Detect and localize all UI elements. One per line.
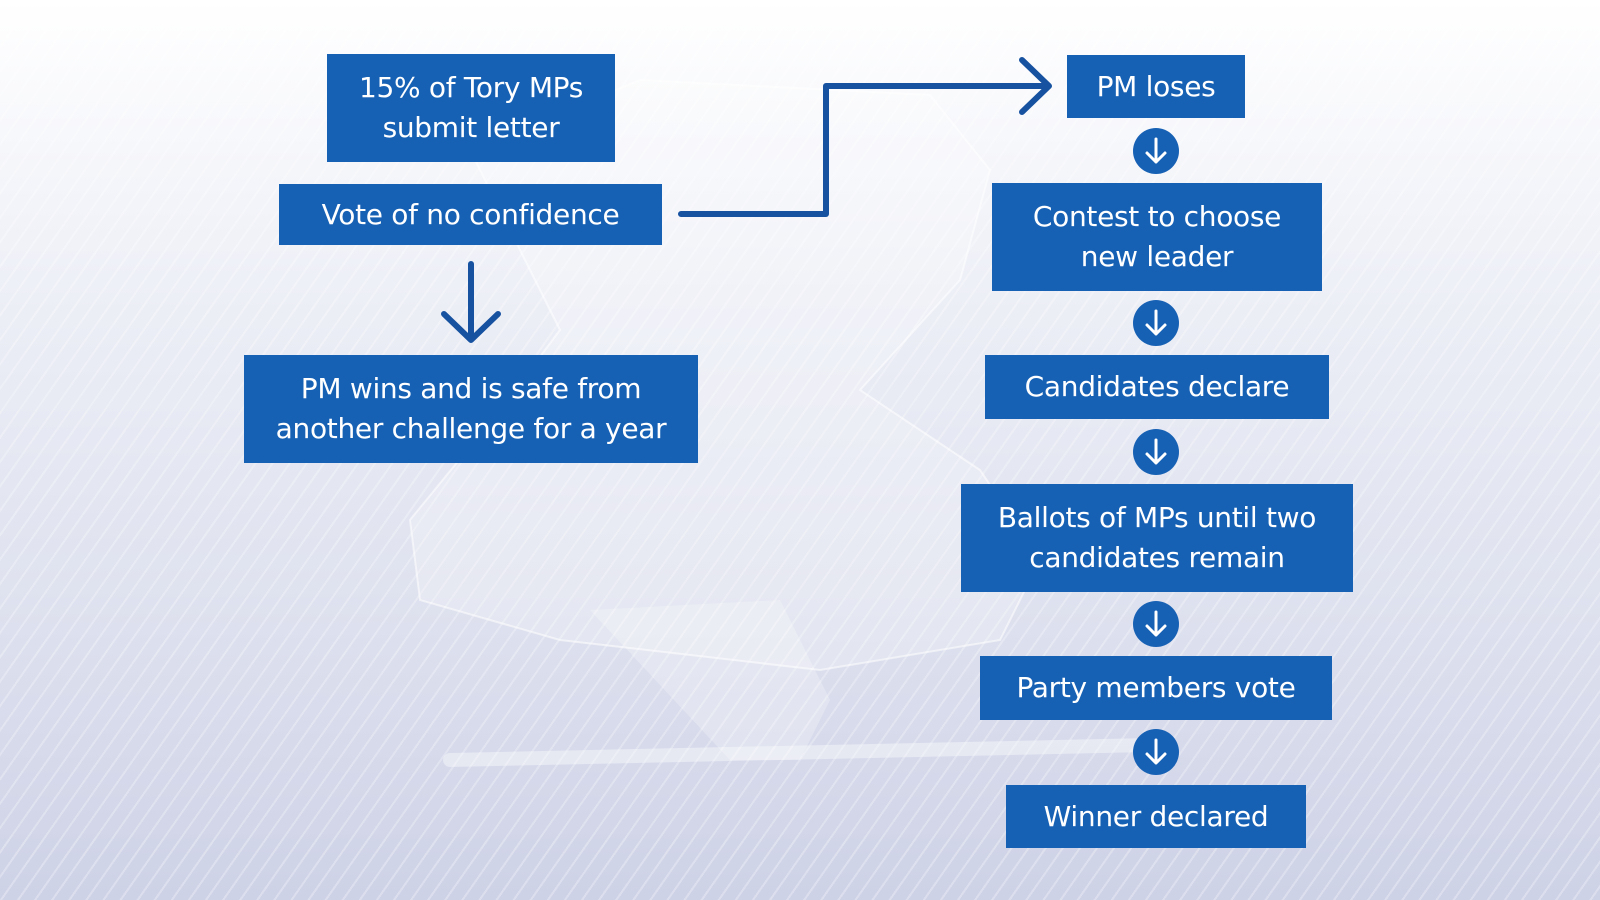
pm-wins-box: PM wins and is safe from another challen… bbox=[244, 355, 698, 463]
arrow-down-circle-icon bbox=[1145, 610, 1167, 637]
step-arrow-3 bbox=[1133, 429, 1179, 475]
step-arrow-4 bbox=[1133, 601, 1179, 647]
trigger-box: 15% of Tory MPs submit letter bbox=[327, 54, 615, 162]
pm-loses-box: PM loses bbox=[1067, 55, 1245, 118]
pm-loses-label: PM loses bbox=[1096, 69, 1216, 103]
candidates-declare-label: Candidates declare bbox=[1024, 370, 1290, 403]
party-members-box: Party members vote bbox=[980, 656, 1332, 720]
step-arrow-1 bbox=[1133, 128, 1179, 174]
party-members-label: Party members vote bbox=[1016, 671, 1296, 704]
contest-label: Contest to choose new leader bbox=[1032, 200, 1282, 273]
contest-box: Contest to choose new leader bbox=[992, 183, 1322, 291]
arrow-down-circle-icon bbox=[1145, 309, 1167, 336]
arrow-down-circle-icon bbox=[1145, 738, 1167, 765]
candidates-declare-box: Candidates declare bbox=[985, 355, 1329, 419]
winner-label: Winner declared bbox=[1043, 799, 1269, 833]
arrow-down-circle-icon bbox=[1145, 438, 1167, 465]
step-arrow-2 bbox=[1133, 300, 1179, 346]
trigger-label: 15% of Tory MPs submit letter bbox=[358, 71, 584, 144]
ballots-label: Ballots of MPs until two candidates rema… bbox=[997, 501, 1317, 574]
vote-label: Vote of no confidence bbox=[321, 197, 620, 231]
ballots-box: Ballots of MPs until two candidates rema… bbox=[961, 484, 1353, 592]
vote-box: Vote of no confidence bbox=[279, 184, 662, 245]
pm-wins-label: PM wins and is safe from another challen… bbox=[275, 372, 667, 445]
step-arrow-5 bbox=[1133, 729, 1179, 775]
arrow-down-circle-icon bbox=[1145, 137, 1167, 164]
winner-box: Winner declared bbox=[1006, 785, 1306, 848]
